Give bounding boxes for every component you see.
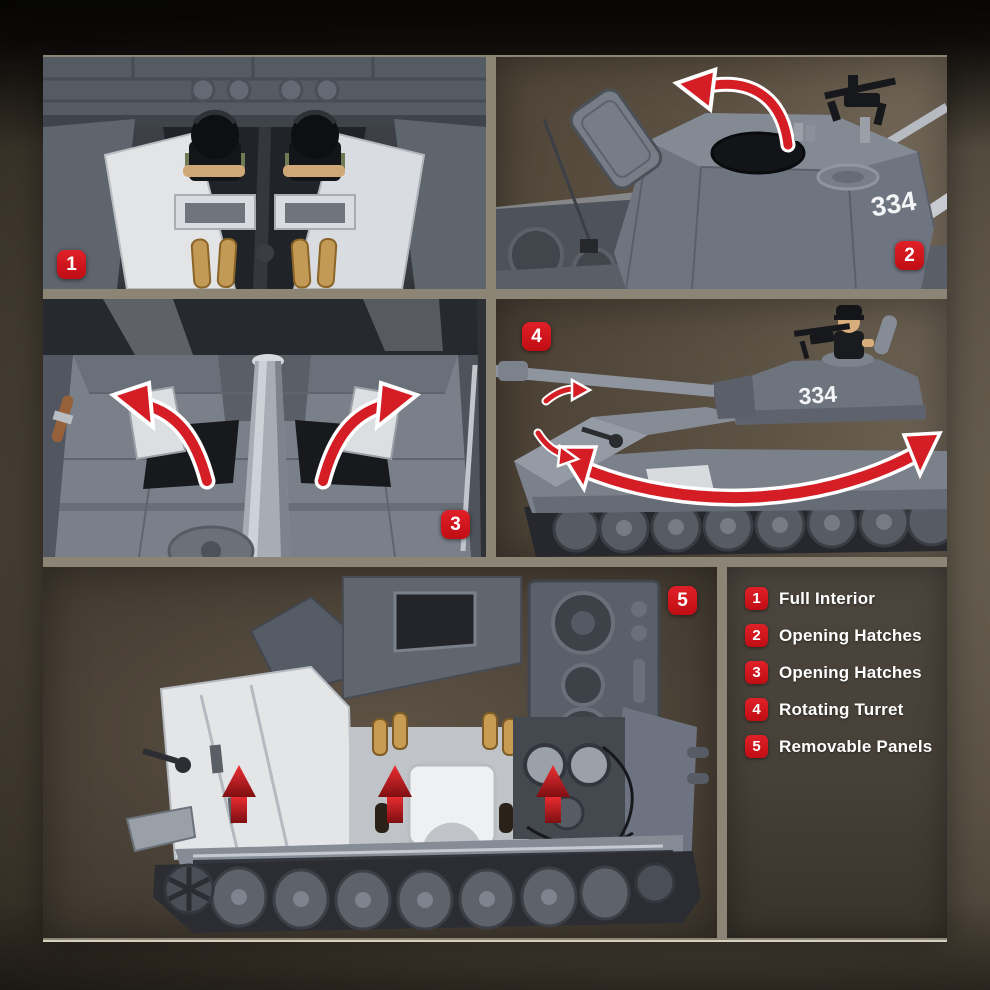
small-motion-arrow-icon — [541, 377, 593, 406]
legend-number-badge: 5 — [745, 735, 768, 758]
panel-grid-frame: 1 — [43, 55, 947, 942]
panel-lift-arrow-icon — [222, 765, 256, 823]
legend-label: Rotating Turret — [779, 699, 904, 719]
panel-number-badge: 1 — [57, 250, 86, 279]
panel-number-badge: 4 — [522, 322, 551, 351]
panel-rotating-turret: 334 4 — [496, 299, 947, 557]
tank-side-illustration: 334 — [496, 305, 947, 557]
panel-number-badge: 5 — [668, 586, 697, 615]
interior-illustration — [43, 57, 486, 289]
panel-lift-arrow-icon — [536, 765, 570, 823]
legend-item-opening-hatches: 2 Opening Hatches — [745, 624, 947, 647]
panel-opening-hatches-hull: 3 — [43, 299, 486, 557]
small-motion-arrow-icon — [533, 428, 581, 468]
machine-gun-icon — [824, 75, 897, 126]
panel-number-badge: 2 — [895, 241, 924, 270]
legend-number-badge: 2 — [745, 624, 768, 647]
legend-label: Removable Panels — [779, 736, 933, 756]
hull-hatches-illustration — [43, 299, 486, 557]
hatch-open-arrow-icon — [672, 66, 796, 153]
commander-figure — [834, 305, 874, 359]
legend-label: Opening Hatches — [779, 662, 922, 682]
legend-item-rotating-turret: 4 Rotating Turret — [745, 698, 947, 721]
legend-number-badge: 3 — [745, 661, 768, 684]
legend-item-full-interior: 1 Full Interior — [745, 587, 947, 610]
legend-label: Opening Hatches — [779, 625, 922, 645]
panel-removable-panels: 5 — [43, 567, 717, 938]
removable-panels-illustration — [125, 576, 709, 933]
legend-item-removable-panels: 5 Removable Panels — [745, 735, 947, 758]
hatch-open-arrow-left-icon — [108, 380, 216, 490]
legend-label: Full Interior — [779, 588, 876, 608]
panel-number-badge: 3 — [441, 510, 470, 539]
hatch-open-arrow-right-icon — [314, 380, 422, 490]
legend-item-opening-hatches-2: 3 Opening Hatches — [745, 661, 947, 684]
turret-illustration: 334 — [496, 66, 947, 289]
panel-full-interior: 1 — [43, 57, 486, 289]
panel-lift-arrow-icon — [378, 765, 412, 823]
feature-legend: 1 Full Interior 2 Opening Hatches 3 Open… — [727, 567, 947, 938]
legend-number-badge: 1 — [745, 587, 768, 610]
turret-number-marking: 334 — [798, 381, 838, 410]
turret-rotation-arrow-icon — [554, 431, 943, 507]
legend-number-badge: 4 — [745, 698, 768, 721]
turret-number-marking: 334 — [869, 186, 918, 223]
panel-opening-hatch-turret: 334 2 — [496, 57, 947, 289]
